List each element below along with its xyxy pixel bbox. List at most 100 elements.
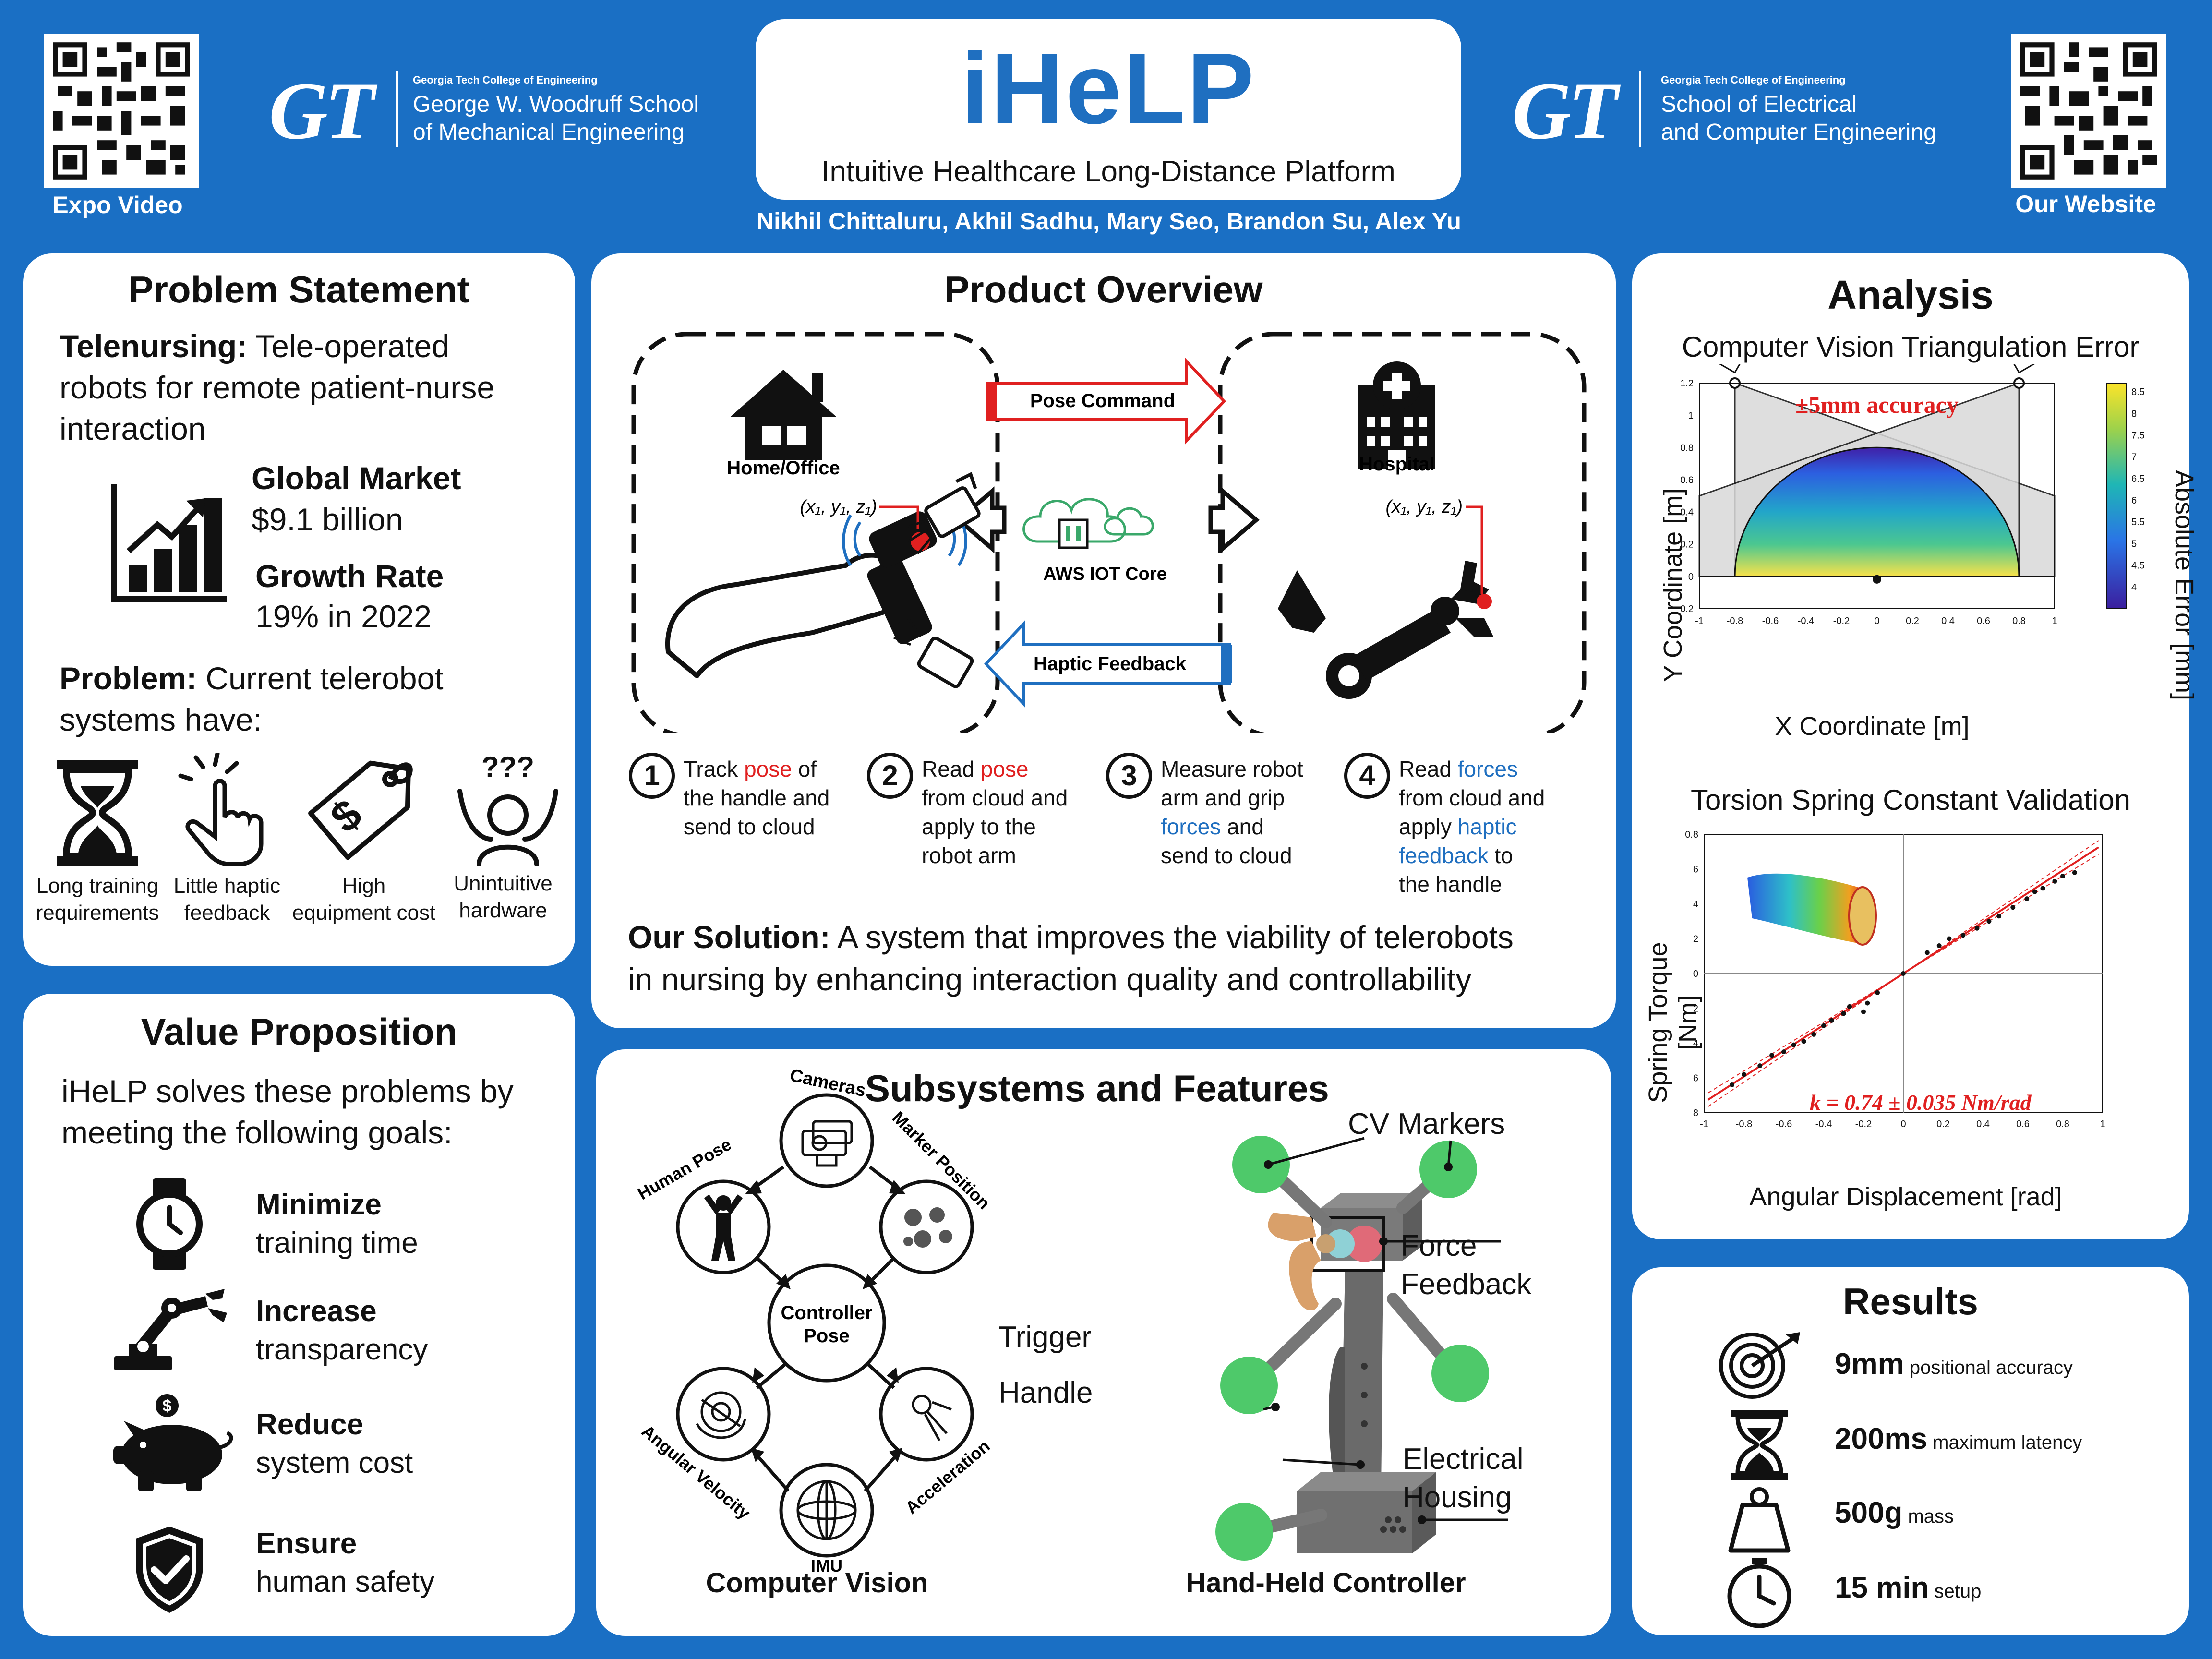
- electrical-l2: Housing: [1403, 1481, 1512, 1514]
- controller-pose-l2: Pose: [804, 1325, 850, 1346]
- controller-pose-l1: Controller: [781, 1302, 872, 1323]
- qr-code-left[interactable]: [44, 34, 199, 188]
- our-solution: Our Solution: A system that improves the…: [628, 916, 1607, 1000]
- me-school-logo: GT Georgia Tech College of Engineering G…: [269, 66, 701, 158]
- spring-point-25: [2032, 889, 2037, 894]
- handle-label: Handle: [998, 1376, 1093, 1409]
- cv-ylabel: Y Coordinate [m]: [1659, 488, 1687, 683]
- ece-college-text: Georgia Tech College of Engineering: [1661, 74, 1846, 86]
- spring-point-16: [1924, 950, 1930, 955]
- node-marker-position: [879, 1179, 974, 1274]
- cv-y-tick-5: 0.2: [1680, 540, 1694, 550]
- goal-ensure: Ensure human safety: [256, 1525, 434, 1601]
- spring-point-17: [1936, 943, 1942, 948]
- value-intro-l2: meeting the following goals:: [61, 1115, 453, 1150]
- subsystems-title: Subsystems and Features: [865, 1067, 1329, 1109]
- spring-point-27: [2052, 878, 2057, 884]
- spring-x-tick-4: -0.2: [1855, 1119, 1872, 1130]
- spring-point-19: [1960, 933, 1966, 938]
- goal-increase-head: Increase: [256, 1295, 377, 1328]
- spring-point-4: [1781, 1049, 1786, 1055]
- authors: Nikhil Chittaluru, Akhil Sadhu, Mary Seo…: [757, 208, 1461, 235]
- spring-x-tick-7: 0.4: [1976, 1119, 1990, 1130]
- spring-point-8: [1821, 1023, 1826, 1028]
- cv-caption: Computer Vision: [706, 1567, 928, 1599]
- cv-chart-title: Computer Vision Triangulation Error: [1682, 331, 2140, 363]
- accuracy-annotation: ±5mm accuracy: [1795, 391, 1959, 418]
- spring-x-tick-10: 1: [2100, 1119, 2105, 1130]
- camera-icon-1: [1719, 364, 1743, 374]
- spring-chart-title: Torsion Spring Constant Validation: [1690, 784, 2131, 816]
- spring-point-10: [1841, 1011, 1846, 1016]
- confused-person-icon: ???: [457, 753, 558, 866]
- spring-point-20: [1974, 926, 1980, 931]
- overview-diagram: Home/Office Hospital Pose Command Haptic…: [631, 332, 1587, 733]
- hhc-caption: Hand-Held Controller: [1186, 1567, 1466, 1599]
- home-coord-label: (x₁, y₁, z₁): [800, 497, 878, 517]
- cv-y-tick-1: 1: [1688, 410, 1694, 421]
- me-school-line1: George W. Woodruff School: [413, 92, 699, 117]
- aws-cloud-icon: [1022, 498, 1154, 543]
- spring-point-1: [1742, 1072, 1746, 1077]
- aws-label: AWS IOT Core: [1043, 564, 1167, 584]
- value-proposition-panel: Value Proposition iHeLP solves these pro…: [23, 994, 575, 1636]
- spring-point-21: [1986, 919, 1992, 924]
- cv-x-tick-1: -0.8: [1727, 616, 1743, 626]
- angular-velocity-node-icon: [696, 1391, 746, 1439]
- result-accuracy-value: 9mm: [1835, 1347, 1904, 1381]
- qr-right-icon: [2015, 37, 2162, 184]
- cameras-node-icon: [801, 1120, 853, 1167]
- spring-y-tick-5: 2: [1693, 1004, 1698, 1014]
- gt-logo-2: GT: [1512, 66, 1618, 156]
- cv-x-tick-7: 0.4: [1941, 616, 1955, 626]
- spring-point-24: [2024, 896, 2030, 902]
- shield-icon: [136, 1527, 203, 1613]
- chip-icon: [1058, 518, 1089, 549]
- pose-command-label: Pose Command: [1030, 390, 1175, 411]
- acceleration-node-icon: [912, 1395, 952, 1442]
- issue-training-l2: requirements: [36, 901, 159, 925]
- issue-cost-l1: High: [342, 874, 386, 898]
- spring-point-22: [1996, 914, 2002, 919]
- question-marks-icon: ???: [481, 753, 534, 783]
- spring-point-18: [1947, 936, 1952, 941]
- node-controller-pose: [767, 1263, 886, 1382]
- fea-spring-end: [1848, 886, 1877, 946]
- hourglass-icon: [57, 760, 138, 866]
- spring-y-tick-4: 0: [1693, 969, 1698, 979]
- piggy-bank-icon: $: [113, 1394, 233, 1491]
- cv-cbar-tick-4: 6.5: [2131, 474, 2145, 484]
- growth-label: Growth Rate: [255, 558, 444, 594]
- weight-icon: [1728, 1487, 1791, 1553]
- home-office-box: [631, 332, 1000, 733]
- spring-y-tick-7: 6: [1693, 1073, 1698, 1084]
- cv-x-tick-8: 0.6: [1977, 616, 1990, 626]
- telenursing-line2: robots for remote patient-nurse: [60, 370, 495, 405]
- result-latency-value: 200ms: [1835, 1422, 1928, 1455]
- hospital-label: Hospital: [1359, 454, 1435, 475]
- results-panel: Results 9mm positional accuracy 200ms ma…: [1632, 1267, 2189, 1635]
- cv-markers-label: CV Markers: [1348, 1107, 1505, 1141]
- k-annotation: k = 0.74 ± 0.035 Nm/rad: [1810, 1090, 2032, 1115]
- qr-code-right[interactable]: [2011, 34, 2166, 188]
- human-pose-node-icon: [704, 1194, 743, 1261]
- cv-xlabel: X Coordinate [m]: [1775, 712, 1970, 741]
- cv-y-tick-7: 0.2: [1680, 604, 1694, 614]
- overview-title: Product Overview: [944, 268, 1263, 311]
- left-double-arrow: [955, 486, 1007, 553]
- problem-text: Problem: Current telerobot systems have:: [60, 658, 564, 740]
- spring-x-tick-1: -0.8: [1736, 1119, 1752, 1130]
- cv-cbar-tick-3: 7: [2131, 452, 2137, 463]
- spring-point-29: [2072, 870, 2077, 875]
- spring-fea-inset: [1747, 873, 1877, 946]
- robot-arm-hospital-icon: [1278, 561, 1494, 699]
- cv-cbar-label: Absolute Error [mm]: [2170, 469, 2199, 701]
- cv-y-tick-3: 0.6: [1680, 475, 1694, 485]
- spring-point-5: [1791, 1042, 1796, 1047]
- spring-y-tick-0: 0.8: [1685, 830, 1698, 840]
- electrical-l1: Electrical: [1403, 1443, 1524, 1476]
- problem-statement-panel: Problem Statement Telenursing: Tele-oper…: [23, 253, 575, 966]
- issue-hardware-l2: hardware: [459, 899, 547, 922]
